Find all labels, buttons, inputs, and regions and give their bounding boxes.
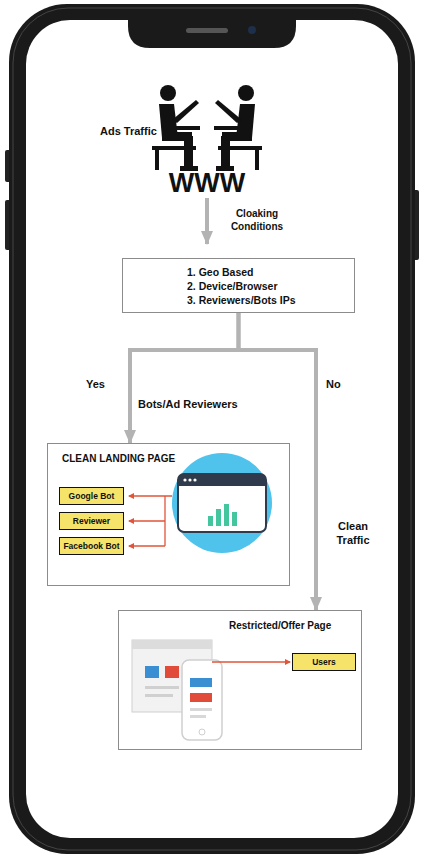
- free-label: Cloaking Conditions: [222, 207, 292, 233]
- node-text: Google Bot: [69, 491, 115, 501]
- visitor-tag: Users: [292, 653, 356, 671]
- edge-label: Yes: [86, 377, 105, 391]
- flow-connector: [239, 313, 317, 610]
- node-text: CLEAN LANDING PAGE: [62, 453, 175, 464]
- node-text: Restricted/Offer Page: [229, 620, 331, 631]
- visitor-tag: Facebook Bot: [59, 537, 124, 555]
- free-label: Clean Traffic: [326, 519, 380, 547]
- free-label: Bots/Ad Reviewers: [138, 397, 258, 411]
- free-label: Ads Traffic: [100, 124, 180, 138]
- visitor-tag: Google Bot: [59, 487, 124, 505]
- flow-connector: [130, 313, 239, 443]
- node-text: Reviewer: [73, 516, 110, 526]
- node-text: Facebook Bot: [63, 541, 119, 551]
- conditions-box: 1. Geo Based2. Device/Browser3. Reviewer…: [122, 258, 355, 313]
- node-text: 2. Device/Browser: [187, 279, 354, 293]
- node-text: 1. Geo Based: [187, 265, 354, 279]
- page-box: CLEAN LANDING PAGE Google BotReviewerFace…: [47, 443, 290, 586]
- node-text: 3. Reviewers/Bots IPs: [187, 293, 354, 307]
- page-box: Restricted/Offer PageUsers: [118, 610, 362, 750]
- free-label: WWW: [167, 166, 247, 200]
- visitor-tag: Reviewer: [59, 512, 124, 530]
- node-text: Users: [312, 657, 336, 667]
- edge-label: No: [326, 377, 341, 391]
